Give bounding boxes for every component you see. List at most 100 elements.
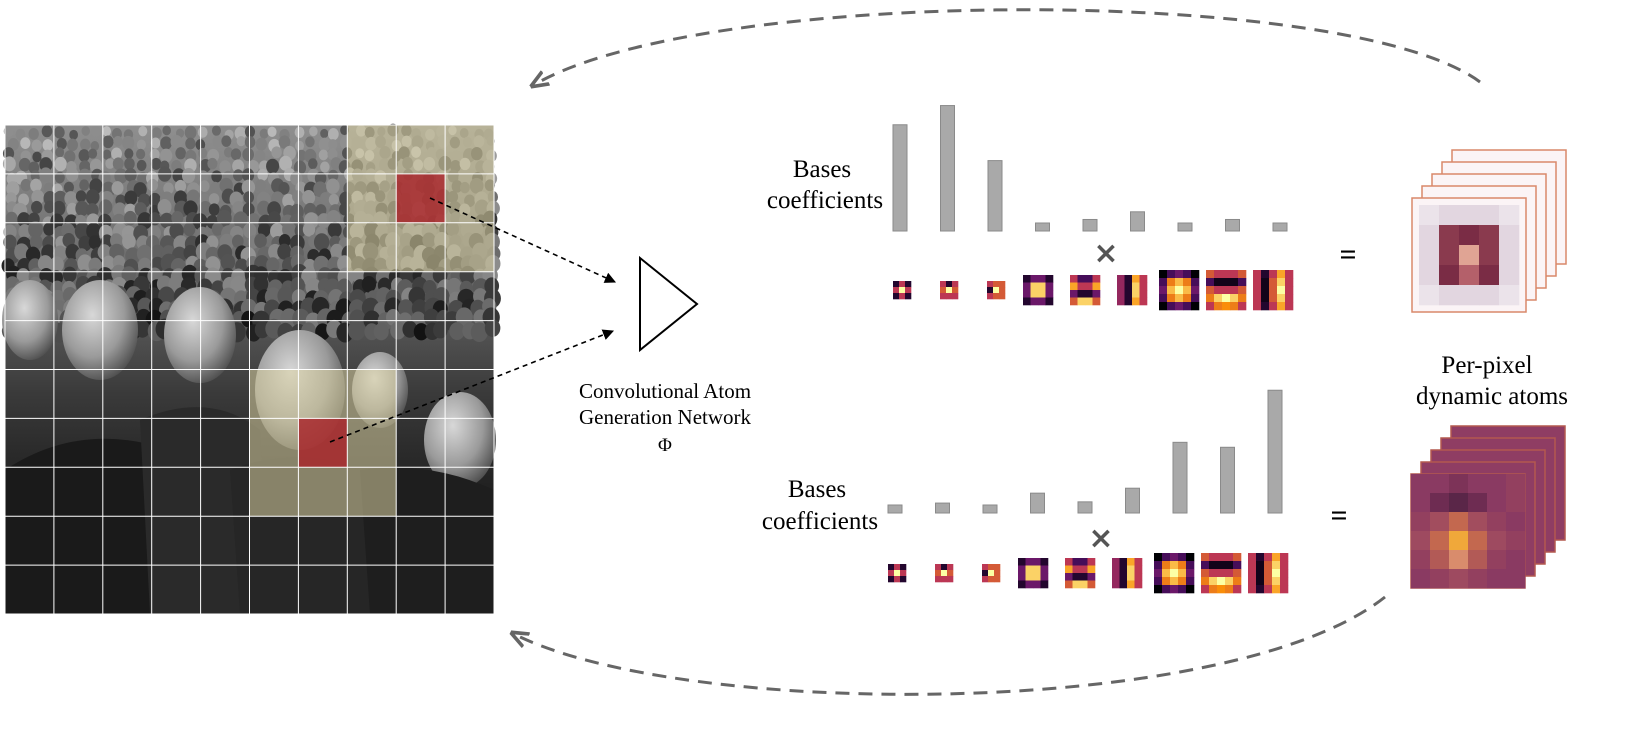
basis-pixel: [1159, 294, 1168, 303]
basis-pixel: [1238, 294, 1247, 303]
crowd-head: [278, 135, 291, 149]
basis-pixel: [946, 293, 953, 300]
crowd-head: [294, 126, 305, 138]
crowd-head: [255, 179, 266, 192]
crowd-head: [30, 170, 41, 182]
basis-pixel: [1214, 294, 1223, 303]
crowd-head: [149, 148, 160, 161]
crowd-head: [159, 212, 174, 229]
basis-pixel: [994, 570, 1001, 577]
basis-pixel: [1201, 585, 1210, 594]
crowd-head: [124, 210, 137, 226]
atoms-label-line2: dynamic atoms: [1416, 383, 1568, 410]
basis-pixel: [1092, 297, 1101, 306]
basis-pixel: [1045, 275, 1054, 283]
basis-pixel: [1238, 278, 1247, 287]
crowd-head: [373, 323, 389, 341]
basis-pixel: [1214, 302, 1223, 311]
crowd-head: [361, 275, 377, 293]
basis-pixel: [1159, 270, 1168, 279]
basis-pixel: [1127, 573, 1135, 581]
crowd-head: [233, 169, 244, 182]
crowd-head: [78, 235, 92, 252]
crowd-head: [243, 191, 255, 204]
basis-pixel: [1117, 290, 1125, 298]
crowd-head: [199, 180, 210, 192]
crowd-head: [212, 135, 223, 148]
basis-pixel: [899, 281, 906, 288]
basis-pixel: [1023, 275, 1031, 283]
crowd-head: [20, 137, 31, 149]
atom-pixel: [1459, 245, 1480, 266]
basis-pixel: [1112, 580, 1120, 589]
atom-pixel: [1419, 245, 1440, 266]
basis-pixel: [1112, 558, 1120, 566]
atom-pixel: [1506, 569, 1526, 589]
atom-pixel: [1419, 205, 1440, 226]
crowd-head: [91, 125, 101, 137]
basis-pixel: [982, 570, 989, 577]
crowd-head: [30, 178, 42, 193]
basis-pixel: [1045, 282, 1054, 291]
basis-pixel: [993, 293, 1000, 300]
basis-pixel: [1139, 297, 1148, 306]
basis-pixel: [1269, 270, 1278, 279]
crowd-head: [150, 137, 161, 149]
basis-pixel: [1277, 294, 1286, 303]
crowd-head: [64, 191, 78, 207]
coefficient-bar: [1225, 218, 1240, 232]
crowd-head: [242, 147, 254, 162]
basis-pixel: [1225, 577, 1234, 586]
basis-pixel: [1264, 585, 1273, 594]
basis-pixel: [1170, 577, 1179, 586]
basis-pixel: [1209, 569, 1218, 578]
basis-pixel: [1023, 282, 1031, 291]
basis-filter: [987, 281, 1006, 300]
basis-pixel: [1025, 565, 1034, 574]
crowd-head: [318, 149, 329, 161]
atom-pixel: [1449, 569, 1469, 589]
crowd-head: [102, 255, 115, 271]
atom-pixel: [1439, 205, 1460, 226]
crowd-head: [211, 125, 221, 136]
crowd-head: [43, 222, 55, 236]
crowd-head: [234, 126, 247, 140]
crowd-head: [158, 286, 175, 306]
basis-pixel: [1222, 278, 1231, 287]
basis-pixel: [1222, 294, 1231, 303]
basis-pixel: [1080, 558, 1088, 566]
basis-pixel: [999, 293, 1006, 300]
atom-pixel: [1459, 285, 1480, 306]
crowd-head: [449, 322, 465, 341]
crowd-head: [39, 167, 53, 183]
basis-filter: [1154, 553, 1195, 594]
basis-pixel: [1248, 561, 1257, 570]
basis-pixel: [1085, 297, 1093, 306]
basis-pixel: [1280, 553, 1289, 562]
atom-pixel: [1411, 474, 1431, 494]
basis-pixel: [1178, 577, 1187, 586]
basis-filter: [1018, 558, 1049, 589]
basis-filter: [940, 281, 959, 300]
crowd-head: [162, 125, 171, 136]
basis-pixel: [1159, 286, 1168, 295]
basis-pixel: [900, 576, 907, 583]
basis-pixel: [1191, 302, 1200, 311]
crowd-head: [219, 160, 231, 174]
crowd-head: [208, 193, 220, 206]
bottom-dynamic-atoms-stack: [1410, 425, 1566, 589]
basis-pixel: [1162, 553, 1171, 562]
atom-pixel: [1430, 512, 1450, 532]
basis-pixel: [1183, 278, 1192, 287]
basis-pixel: [994, 576, 1001, 583]
coefficient-bar: [1177, 222, 1193, 232]
basis-pixel: [1070, 282, 1078, 291]
crowd-head: [208, 203, 220, 216]
crowd-head: [112, 157, 124, 171]
crowd-head: [18, 157, 31, 172]
basis-pixel: [1201, 553, 1210, 562]
basis-pixel: [1127, 558, 1135, 566]
basis-pixel: [1214, 278, 1223, 287]
crowd-head: [17, 212, 31, 228]
atom-pixel: [1506, 550, 1526, 570]
